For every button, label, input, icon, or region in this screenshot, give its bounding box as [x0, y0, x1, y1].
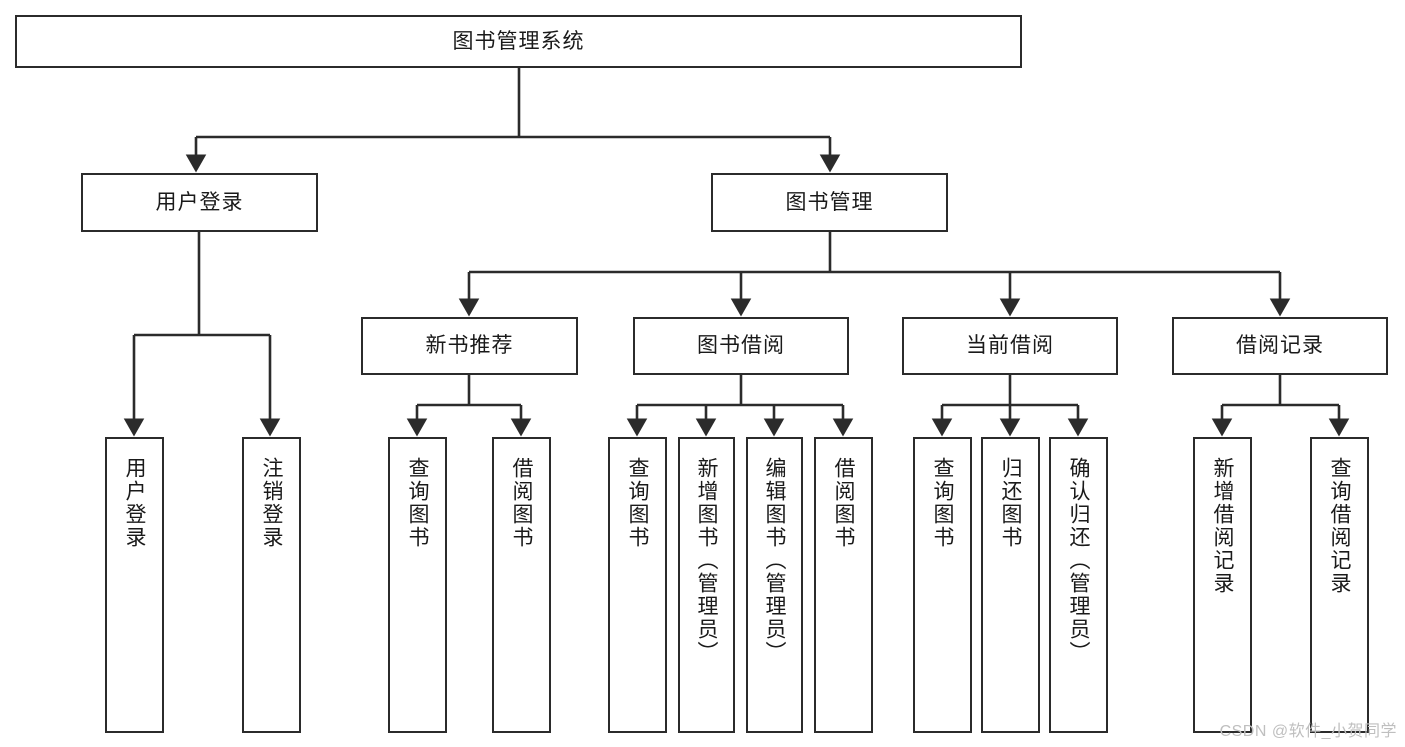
node-user-login[interactable]: 用户登录	[81, 173, 318, 232]
node-label: 新增借阅记录	[1211, 457, 1234, 595]
node-leaf-borrow-book-recommend[interactable]: 借阅图书	[492, 437, 551, 733]
node-leaf-confirm-return-admin[interactable]: 确认归还（管理员）	[1049, 437, 1108, 733]
node-leaf-add-borrow-record[interactable]: 新增借阅记录	[1193, 437, 1252, 733]
node-leaf-query-book-recommend[interactable]: 查询图书	[388, 437, 447, 733]
node-leaf-return-book[interactable]: 归还图书	[981, 437, 1040, 733]
node-book-borrow[interactable]: 图书借阅	[633, 317, 849, 375]
node-leaf-query-borrow-record[interactable]: 查询借阅记录	[1310, 437, 1369, 733]
node-label: 借阅图书	[832, 457, 855, 549]
node-leaf-query-book-borrow[interactable]: 查询图书	[608, 437, 667, 733]
node-label: 用户登录	[155, 190, 244, 214]
node-label: 借阅记录	[1236, 334, 1324, 358]
node-label: 图书管理系统	[452, 29, 585, 53]
node-label: 查询借阅记录	[1328, 457, 1351, 595]
node-label: 当前借阅	[966, 334, 1054, 358]
node-label: 查询图书	[626, 457, 649, 549]
node-label: 查询图书	[406, 457, 429, 549]
node-leaf-borrow-book[interactable]: 借阅图书	[814, 437, 873, 733]
node-borrow-record[interactable]: 借阅记录	[1172, 317, 1388, 375]
node-root-system[interactable]: 图书管理系统	[15, 15, 1022, 68]
node-new-book-recommend[interactable]: 新书推荐	[361, 317, 578, 375]
node-label: 注销登录	[260, 457, 283, 549]
node-label: 查询图书	[931, 457, 954, 549]
node-label: 归还图书	[999, 457, 1022, 549]
node-label: 借阅图书	[510, 457, 533, 549]
node-label: 新书推荐	[425, 334, 514, 358]
node-label: 图书借阅	[697, 334, 785, 358]
node-label: 图书管理	[785, 190, 874, 214]
node-leaf-query-book-current[interactable]: 查询图书	[913, 437, 972, 733]
node-leaf-logout[interactable]: 注销登录	[242, 437, 301, 733]
node-label: 新增图书（管理员）	[695, 457, 718, 664]
node-leaf-add-book-admin[interactable]: 新增图书（管理员）	[678, 437, 735, 733]
node-leaf-user-login[interactable]: 用户登录	[105, 437, 164, 733]
node-label: 用户登录	[123, 457, 146, 549]
node-current-borrow[interactable]: 当前借阅	[902, 317, 1118, 375]
node-book-management[interactable]: 图书管理	[711, 173, 948, 232]
node-label: 编辑图书（管理员）	[763, 457, 786, 664]
node-leaf-edit-book-admin[interactable]: 编辑图书（管理员）	[746, 437, 803, 733]
csdn-watermark: CSDN @软件_小贺同学	[1219, 723, 1397, 740]
node-label: 确认归还（管理员）	[1067, 457, 1090, 664]
